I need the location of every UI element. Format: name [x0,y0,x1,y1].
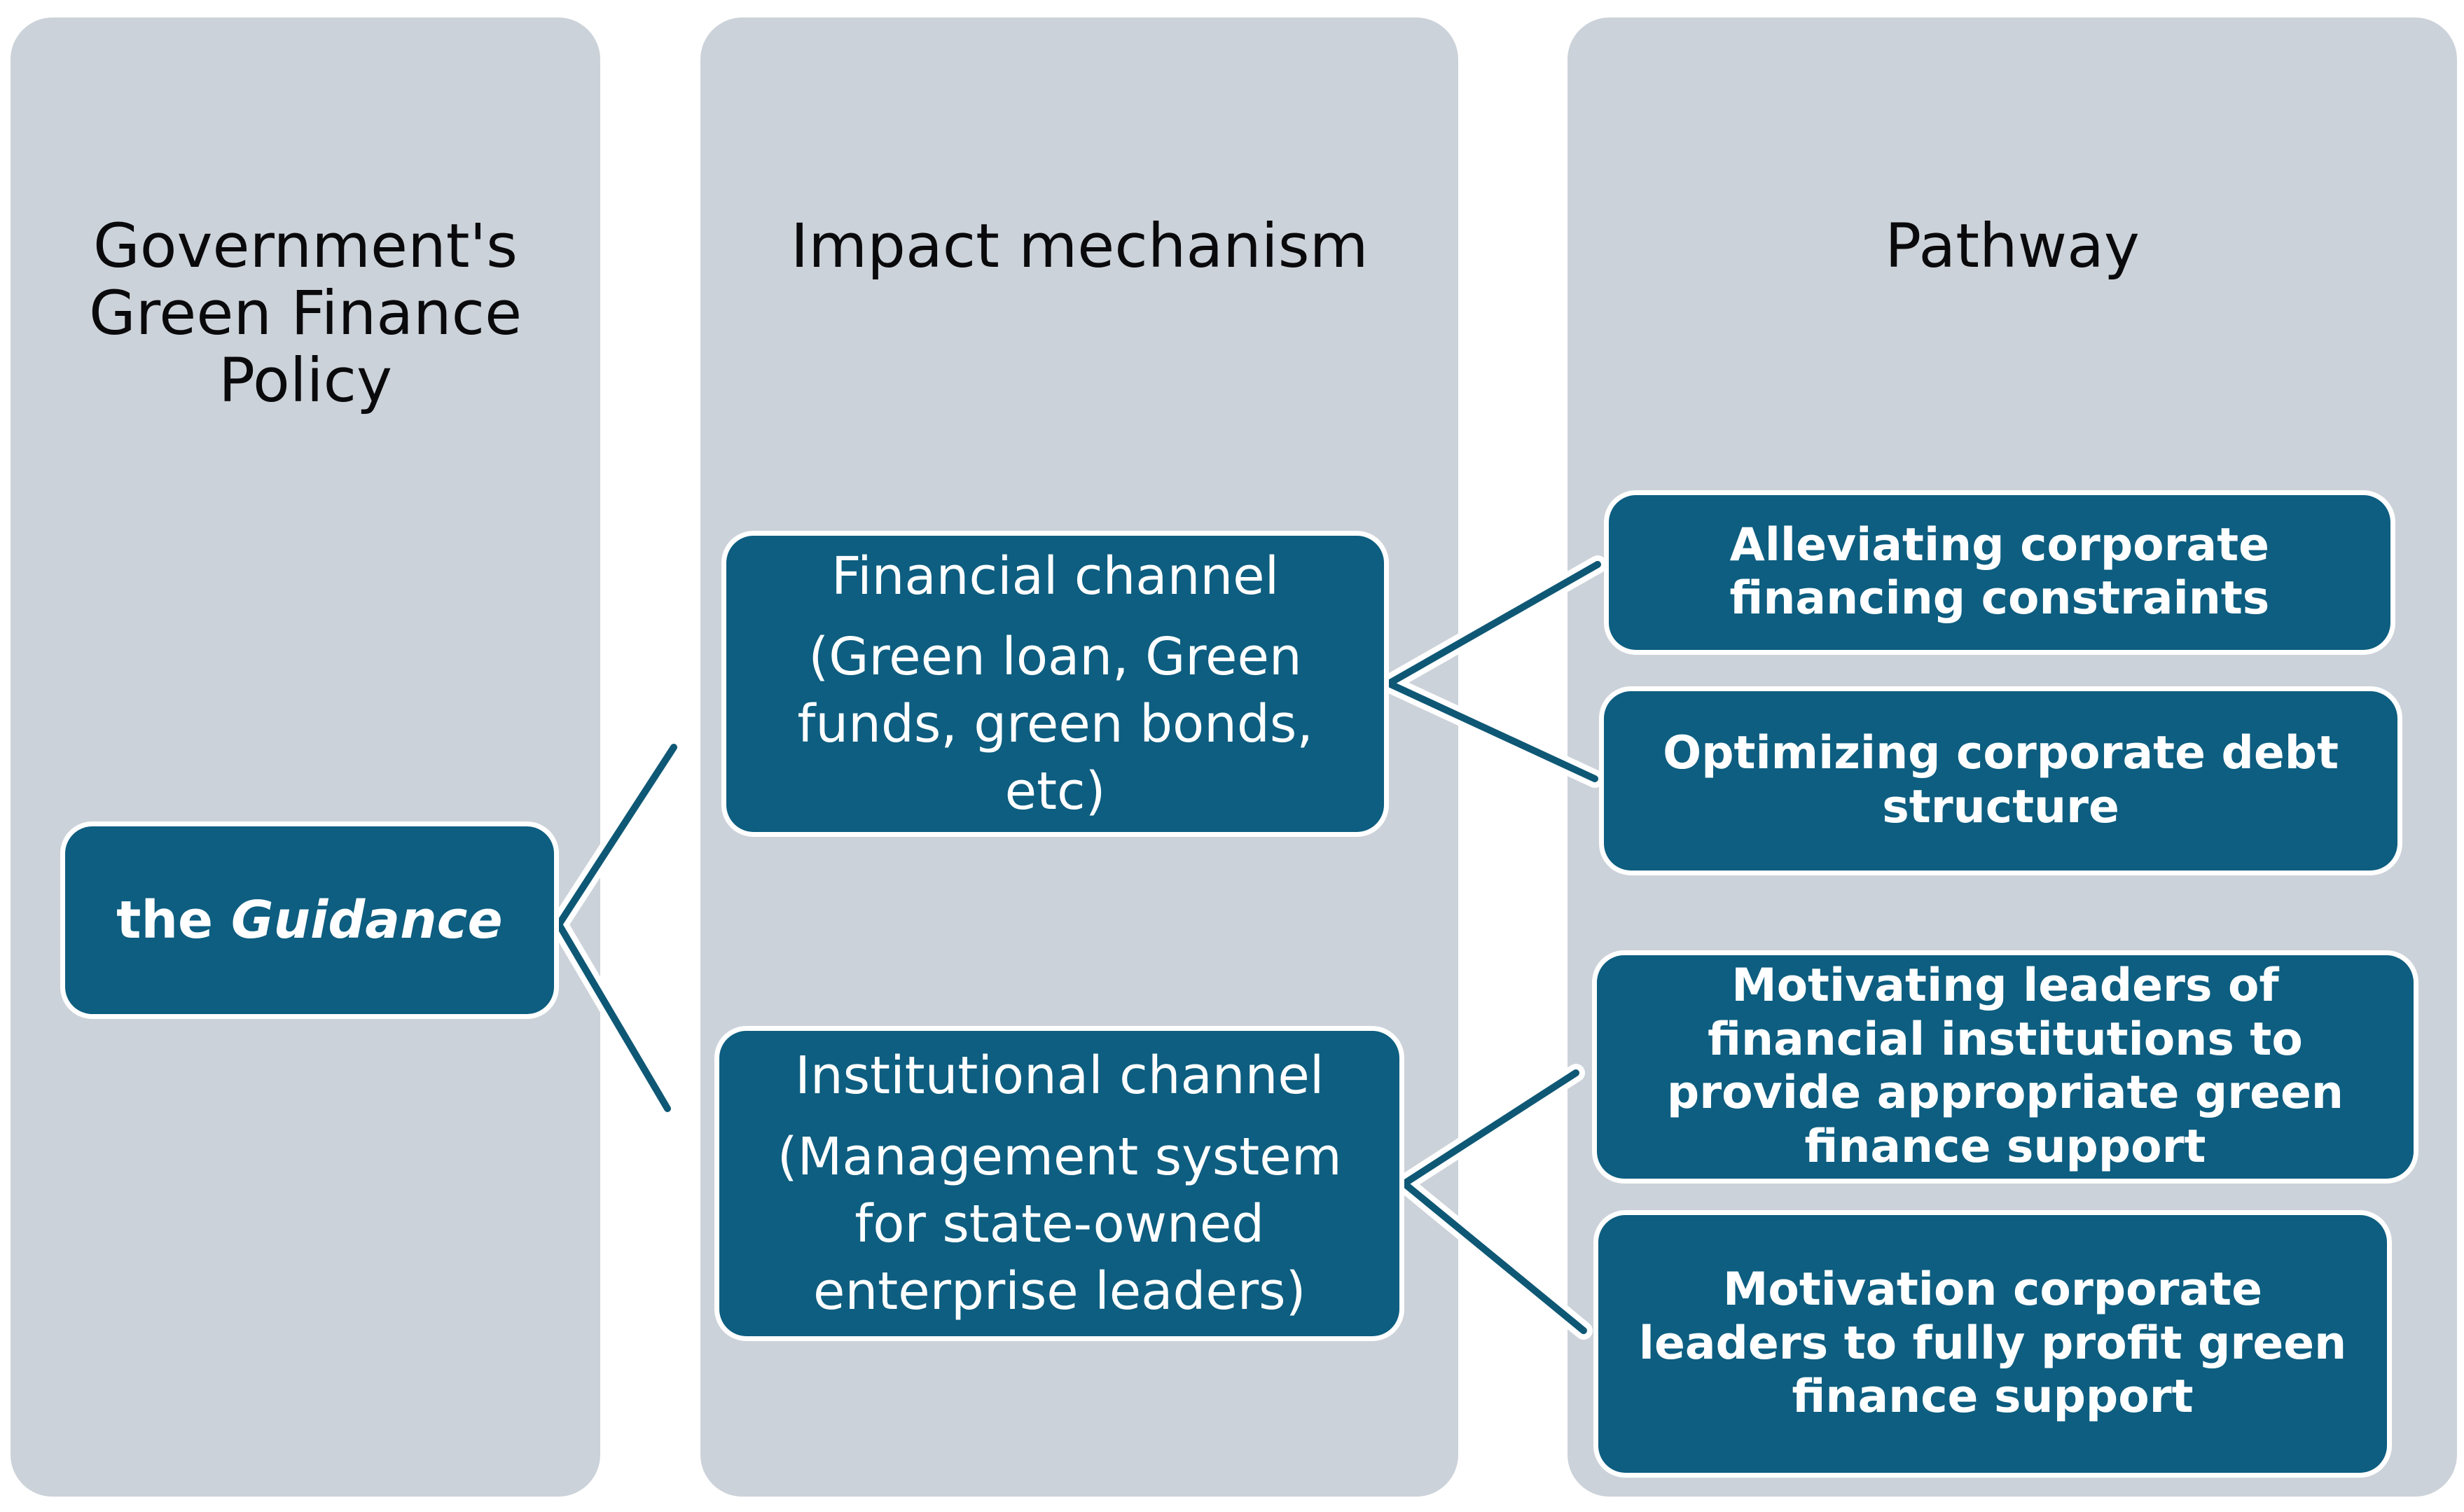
node-text-line: Alleviating corporate [1729,518,2270,571]
node-motivating-corporate-leaders: Motivation corporate leaders to fully pr… [1593,1210,2392,1478]
node-text-line: for state-owned [854,1193,1265,1254]
node-text-line: finance support [1792,1371,2194,1424]
node-text-line: (Green loan, Green [808,627,1302,688]
node-text-line: financial institutions to [1708,1013,2303,1066]
header-line: Green Finance [88,278,522,349]
node-pathway1-label: Alleviating corporate financing constrai… [1633,519,2366,626]
header-line: Policy [219,345,392,416]
node-text-line: Optimizing corporate debt [1663,727,2339,780]
node-guidance-title: Guidance [230,889,503,950]
node-text-line: leaders to fully profit green [1638,1317,2347,1370]
node-financial-title: Financial channel [831,546,1280,606]
node-financial-channel: Financial channel (Green loan, Green fun… [721,531,1390,837]
node-text-line: Motivating leaders of [1731,959,2279,1012]
node-text-line: funds, green bonds, [797,694,1313,755]
column-government-green-finance-policy: Government's Green Finance Policy [11,18,600,1497]
header-line: Government's [93,211,518,282]
node-pathway2-label: Optimizing corporate debt structure [1628,727,2373,834]
column-mechanism-header: Impact mechanism [790,211,1369,282]
node-text-line: provide appropriate green [1666,1067,2344,1120]
node-guidance-prefix: the [116,889,231,950]
column-policy-header: Government's Green Finance Policy [11,213,600,415]
node-motivating-financial-institution-leaders: Motivating leaders of financial institut… [1591,950,2418,1184]
node-text-line: finance support [1804,1121,2206,1174]
node-text-line: enterprise leaders) [813,1261,1306,1322]
node-institutional-detail: (Management system for state-owned enter… [744,1123,1375,1325]
node-text-line: Motivation corporate [1722,1263,2262,1316]
node-institutional-title: Institutional channel [795,1046,1324,1107]
node-text-line: structure [1882,780,2119,833]
node-alleviating-financing-constraints: Alleviating corporate financing constrai… [1603,490,2395,656]
node-text-line: (Management system [777,1126,1342,1187]
node-guidance-label: the Guidance [90,890,530,950]
node-pathway3-label: Motivating leaders of financial institut… [1621,959,2389,1174]
node-pathway4-label: Motivation corporate leaders to fully pr… [1623,1263,2362,1424]
column-pathway-header: Pathway [1885,211,2140,282]
node-text-line: etc) [1004,761,1106,822]
node-optimizing-debt-structure: Optimizing corporate debt structure [1599,686,2403,876]
node-financial-detail: (Green loan, Green funds, green bonds, e… [751,623,1359,825]
node-the-guidance: the Guidance [60,821,559,1019]
node-institutional-channel: Institutional channel (Management system… [714,1026,1405,1341]
node-text-line: financing constraints [1729,572,2270,625]
